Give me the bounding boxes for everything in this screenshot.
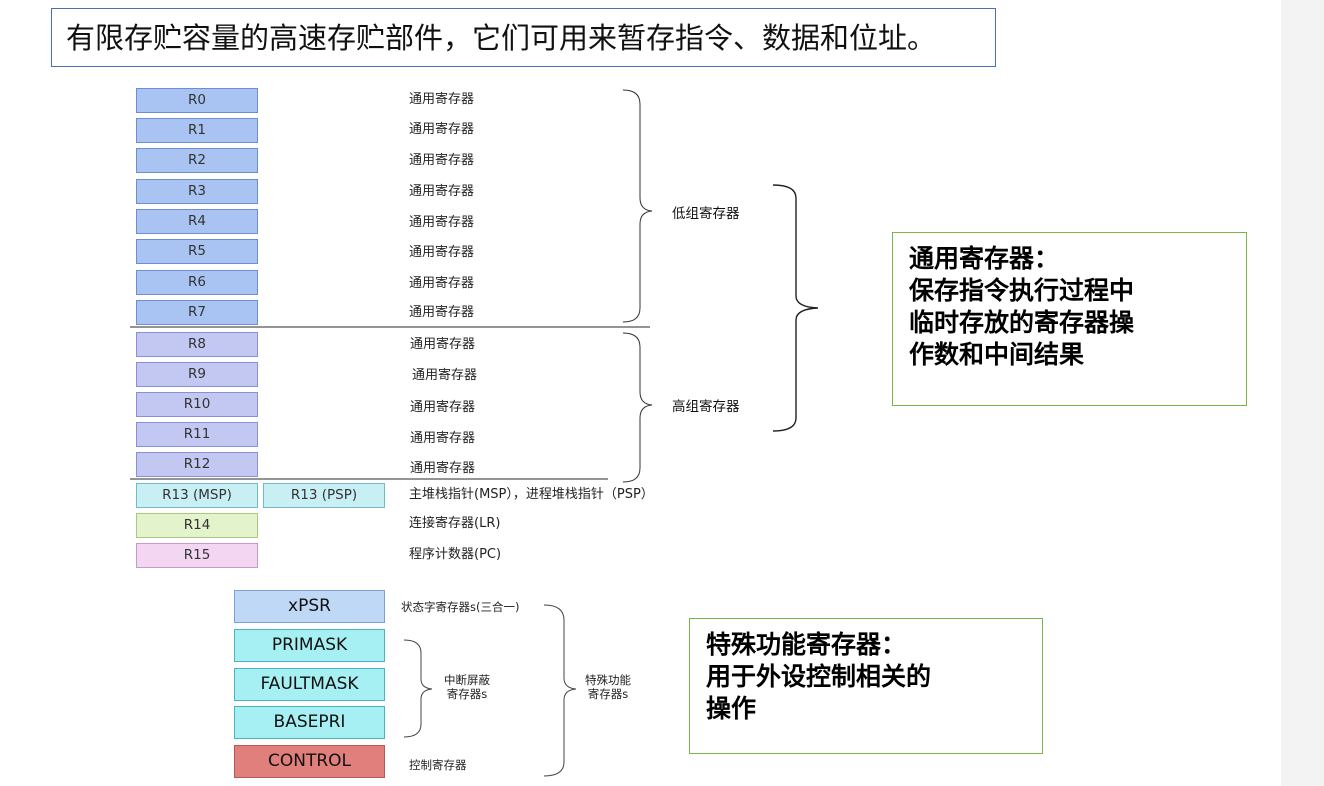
register-r4: R4	[136, 209, 258, 234]
register-r14-desc: 连接寄存器(LR)	[409, 516, 501, 531]
register-r13-desc: 主堆栈指针(MSP），进程堆栈指针（PSP）	[409, 487, 654, 502]
special-group-line1: 特殊功能	[585, 673, 631, 687]
register-r8: R8	[136, 332, 258, 357]
xpsr-desc: 状态字寄存器s(三合一)	[401, 600, 520, 614]
register-xpsr: xPSR	[234, 590, 385, 623]
register-r11-desc: 通用寄存器	[410, 431, 476, 446]
register-r0-desc: 通用寄存器	[409, 92, 475, 107]
register-primask: PRIMASK	[234, 629, 385, 662]
right-margin-strip	[1281, 0, 1324, 786]
special-note-line1: 特殊功能寄存器：	[706, 630, 907, 659]
register-r2-desc: 通用寄存器	[409, 153, 475, 168]
special-note-line2: 用于外设控制相关的	[706, 662, 932, 691]
general-note-line2: 保存指令执行过程中	[909, 276, 1135, 305]
general-note-line3: 临时存放的寄存器操	[909, 308, 1135, 337]
mask-registers-brace	[403, 639, 433, 738]
register-r7: R7	[136, 300, 258, 325]
register-r3: R3	[136, 179, 258, 204]
register-r3-desc: 通用寄存器	[409, 184, 475, 199]
register-faultmask: FAULTMASK	[234, 668, 385, 701]
special-register-note: 特殊功能寄存器： 用于外设控制相关的 操作	[689, 618, 1043, 754]
register-r5: R5	[136, 239, 258, 264]
mask-group-label: 中断屏蔽 寄存器s	[437, 673, 497, 701]
general-note-line1: 通用寄存器：	[909, 244, 1060, 273]
low-group-brace	[622, 89, 653, 323]
high-group-label: 高组寄存器	[672, 399, 740, 415]
register-r5-desc: 通用寄存器	[409, 245, 475, 260]
general-register-note: 通用寄存器： 保存指令执行过程中 临时存放的寄存器操 作数和中间结果	[892, 232, 1247, 406]
register-r8-desc: 通用寄存器	[410, 337, 476, 352]
register-r10: R10	[136, 392, 258, 417]
register-control: CONTROL	[234, 745, 385, 778]
register-r12: R12	[136, 452, 258, 477]
register-r11: R11	[136, 422, 258, 447]
mask-group-line2: 寄存器s	[446, 687, 488, 701]
page-title: 有限存贮容量的高速存贮部件，它们可用来暂存指令、数据和位址。	[51, 8, 996, 67]
register-r2: R2	[136, 148, 258, 173]
high-group-brace	[622, 332, 653, 483]
register-r10-desc: 通用寄存器	[410, 400, 476, 415]
register-r7-desc: 通用寄存器	[409, 305, 475, 320]
register-r9-desc: 通用寄存器	[412, 368, 478, 383]
register-basepri: BASEPRI	[234, 706, 385, 739]
register-r13-psp: R13 (PSP)	[263, 483, 385, 508]
register-r9: R9	[136, 362, 258, 387]
control-desc: 控制寄存器	[409, 758, 467, 772]
special-note-line3: 操作	[706, 694, 757, 723]
special-registers-brace	[543, 604, 577, 777]
register-r1-desc: 通用寄存器	[409, 122, 475, 137]
register-r13-msp: R13 (MSP)	[136, 483, 258, 508]
general-note-line4: 作数和中间结果	[909, 340, 1085, 369]
register-r6: R6	[136, 270, 258, 295]
special-group-line2: 寄存器s	[587, 687, 629, 701]
special-group-label: 特殊功能 寄存器s	[578, 673, 638, 701]
register-r14: R14	[136, 513, 258, 538]
mask-group-line1: 中断屏蔽	[444, 673, 490, 687]
register-r15: R15	[136, 543, 258, 568]
register-r12-desc: 通用寄存器	[410, 461, 476, 476]
register-r1: R1	[136, 118, 258, 143]
register-r15-desc: 程序计数器(PC)	[409, 547, 502, 562]
general-registers-brace	[772, 184, 819, 432]
low-group-label: 低组寄存器	[672, 206, 740, 222]
register-r0: R0	[136, 88, 258, 113]
register-r4-desc: 通用寄存器	[409, 215, 475, 230]
register-r6-desc: 通用寄存器	[409, 276, 475, 291]
